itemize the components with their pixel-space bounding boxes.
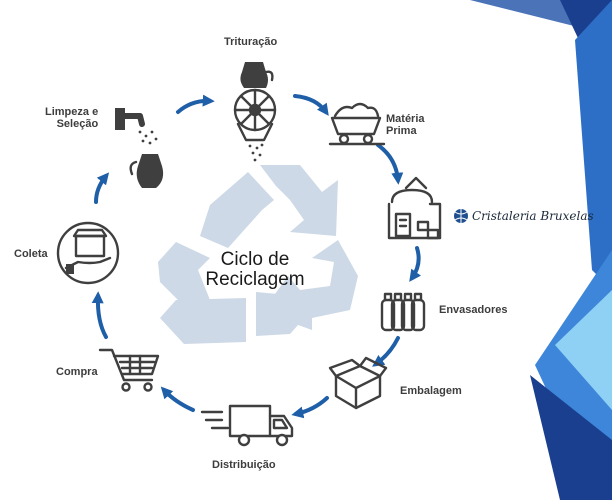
delivery-truck-icon bbox=[200, 404, 294, 447]
label-trituracao: Trituração bbox=[224, 36, 278, 48]
open-box-icon bbox=[328, 356, 388, 410]
collection-box-icon bbox=[56, 221, 120, 285]
arrow-fabrica-to-envasadores bbox=[409, 246, 422, 282]
label-envasadores: Envasadores bbox=[439, 304, 508, 316]
brand-name: Cristaleria Bruxelas bbox=[472, 209, 594, 223]
label-materia-line1: Matéria bbox=[386, 113, 425, 125]
cycle-arrows bbox=[91, 94, 422, 419]
arrow-limpeza-to-trituracao bbox=[176, 94, 215, 114]
arrow-compra-to-coleta bbox=[91, 291, 108, 339]
label-embalagem: Embalagem bbox=[400, 385, 462, 397]
label-materia-prima: Matéria Prima bbox=[386, 113, 425, 137]
recycle-symbol-icon bbox=[158, 165, 358, 344]
label-distribuicao: Distribuição bbox=[212, 459, 276, 471]
crusher-icon bbox=[233, 62, 277, 162]
faucet-jug-icon bbox=[115, 108, 164, 188]
cycle-title-line1: Ciclo de bbox=[220, 249, 290, 270]
bottles-icon bbox=[380, 292, 426, 332]
arrow-envasadores-to-embalagem bbox=[372, 336, 400, 367]
shopping-cart-icon bbox=[98, 348, 160, 392]
label-compra: Compra bbox=[56, 366, 98, 378]
mine-cart-icon bbox=[328, 102, 386, 146]
arrow-coleta-to-limpeza bbox=[94, 172, 110, 204]
arrow-embalagem-to-distribuicao bbox=[291, 396, 329, 419]
arrow-materia-to-fabrica bbox=[376, 143, 404, 185]
label-materia-line2: Prima bbox=[386, 125, 417, 137]
corner-decoration bbox=[470, 0, 612, 500]
arrow-trituracao-to-materia bbox=[293, 94, 329, 116]
label-limpeza-line2: Seleção bbox=[56, 118, 99, 130]
label-limpeza-line1: Limpeza e bbox=[45, 106, 99, 118]
cycle-title-line2: Reciclagem bbox=[205, 269, 305, 290]
globe-logo-icon bbox=[454, 209, 468, 223]
factory-icon bbox=[387, 176, 442, 240]
arrow-distribuicao-to-compra bbox=[160, 386, 195, 412]
cycle-title: Ciclo de Reciclagem bbox=[180, 250, 330, 290]
label-limpeza: Limpeza e Seleção bbox=[45, 106, 98, 130]
label-coleta: Coleta bbox=[14, 248, 48, 260]
